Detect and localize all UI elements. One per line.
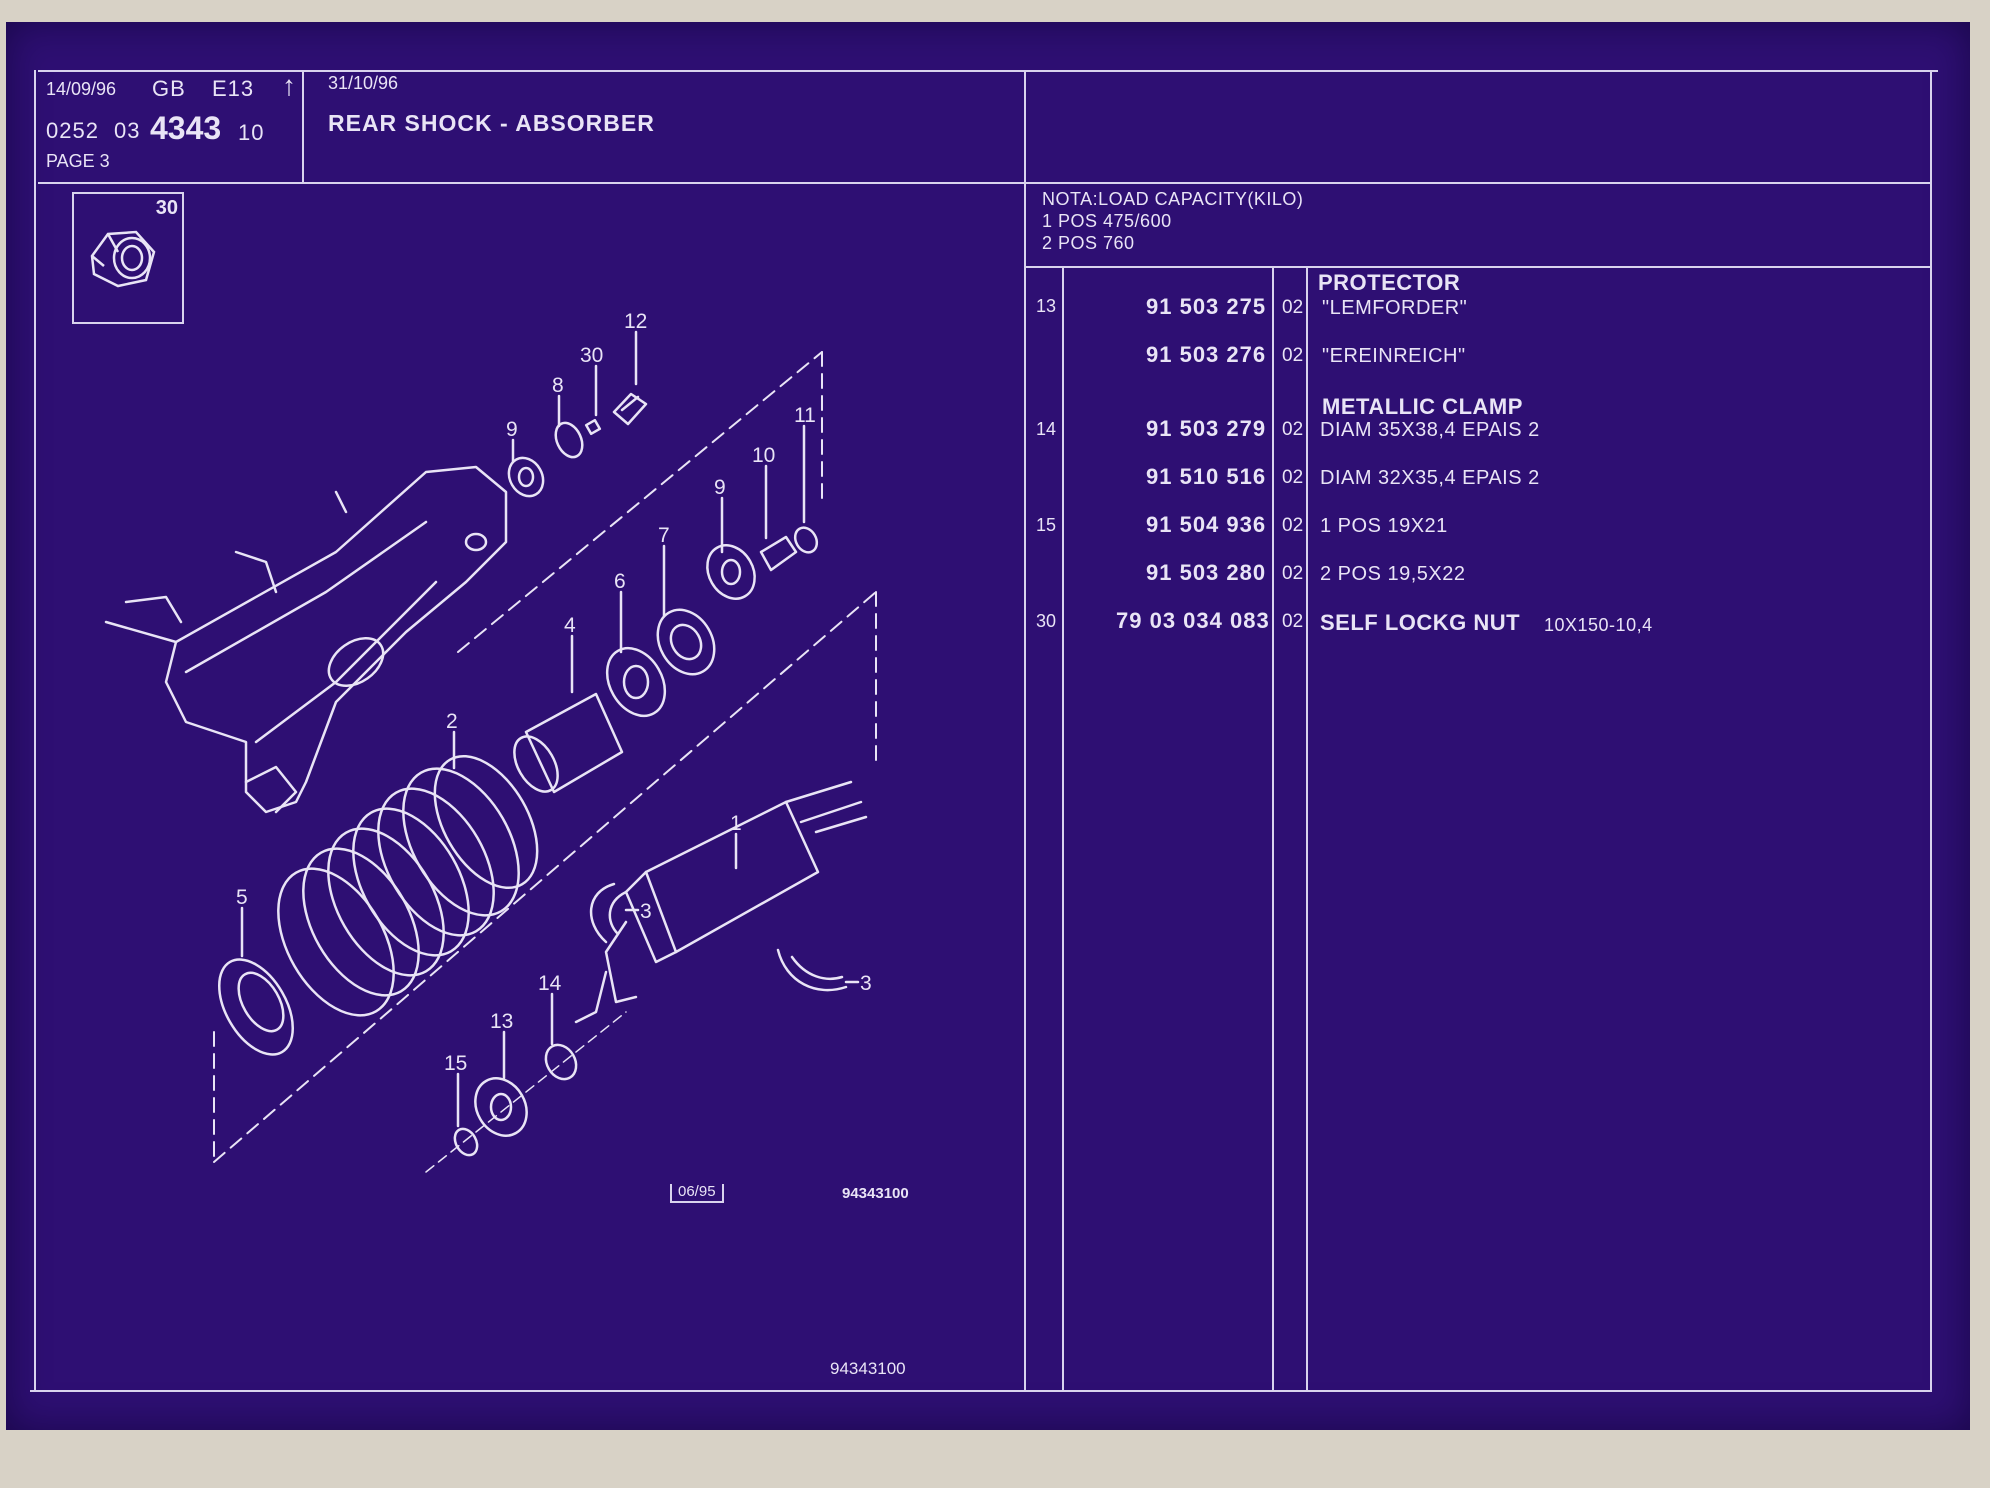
parts-catalogue-sheet: 14/09/96 GB E13 ↑ 0252 03 4343 10 PAGE 3… <box>6 22 1970 1430</box>
pos-column-line <box>1062 268 1064 1390</box>
part-description: "EREINREICH" <box>1322 345 1466 367</box>
page-title: REAR SHOCK - ABSORBER <box>328 110 655 136</box>
part-position: 30 <box>1036 611 1057 631</box>
part-description-bold: SELF LOCKG NUT <box>1320 610 1521 635</box>
callout-label: 5 <box>236 886 248 909</box>
callout-label: 10 <box>752 444 775 467</box>
var-column-line <box>1306 268 1308 1390</box>
part-reference: 79 03 034 083 <box>1116 608 1270 633</box>
callout-label: 4 <box>564 614 576 637</box>
nut-icon <box>90 230 156 288</box>
frame-bottom <box>30 1390 1930 1392</box>
callout-label: 7 <box>658 524 670 547</box>
callout-label: 14 <box>538 972 562 995</box>
callout-label: 2 <box>446 710 458 733</box>
part-reference: 91 504 936 <box>1146 512 1267 537</box>
part-heading: PROTECTOR <box>1318 270 1461 295</box>
ref-column-line <box>1272 268 1274 1390</box>
part-reference: 91 503 279 <box>1146 416 1267 441</box>
note-divider <box>1026 266 1930 268</box>
callout-label: 3 <box>860 972 872 995</box>
header-date-left: 14/09/96 <box>46 79 117 99</box>
header-code-a: 0252 <box>46 118 99 143</box>
callout-label: 3 <box>640 900 652 923</box>
frame-top <box>38 70 1938 72</box>
frame-right <box>1930 70 1932 1392</box>
inset-nut-box: 30 <box>72 192 184 324</box>
part-variant: 02 <box>1282 419 1304 440</box>
callout-label: 9 <box>714 476 726 499</box>
header-date-right: 31/10/96 <box>328 73 399 93</box>
part-variant: 02 <box>1282 467 1304 488</box>
diagram-drawing-number: 94343100 <box>842 1185 909 1202</box>
callout-label: 11 <box>794 404 816 427</box>
part-position: 13 <box>1036 296 1057 316</box>
callout-label: 8 <box>552 374 564 397</box>
note-line-3: 2 POS 760 <box>1042 233 1135 253</box>
part-description: 10X150-10,4 <box>1544 615 1653 635</box>
header-page: PAGE 3 <box>46 151 110 171</box>
column-divider <box>1024 70 1026 1392</box>
part-position: 14 <box>1036 419 1057 439</box>
part-variant: 02 <box>1282 611 1304 632</box>
callout-label: 13 <box>490 1010 513 1033</box>
revision-stamp: 06/95 <box>670 1184 724 1203</box>
exploded-diagram: 12 30 8 9 11 10 9 7 6 4 2 1 5 3 3 14 13 … <box>104 310 877 1173</box>
callout-label: 1 <box>730 812 742 835</box>
part-reference: 91 503 280 <box>1146 560 1267 585</box>
part-variant: 02 <box>1282 515 1304 536</box>
inset-label: 30 <box>155 197 178 219</box>
header-divider <box>38 182 1930 184</box>
part-reference: 91 503 275 <box>1146 294 1267 319</box>
callout-label: 15 <box>444 1052 467 1075</box>
header-code-c: 10 <box>238 120 265 145</box>
header-edition: E13 <box>212 76 255 101</box>
part-reference: 91 510 516 <box>1146 464 1267 489</box>
part-description: DIAM 35X38,4 EPAIS 2 <box>1320 419 1540 441</box>
footer-drawing-number: 94343100 <box>830 1359 906 1378</box>
callout-label: 30 <box>580 344 603 367</box>
note-line-2: 1 POS 475/600 <box>1042 211 1172 231</box>
left-header-divider <box>302 70 304 184</box>
part-variant: 02 <box>1282 345 1304 366</box>
callout-label: 9 <box>506 418 518 441</box>
callout-label: 12 <box>624 310 647 333</box>
part-reference: 91 503 276 <box>1146 342 1267 367</box>
part-variant: 02 <box>1282 563 1304 584</box>
header-group-number: 4343 <box>150 110 222 146</box>
part-variant: 02 <box>1282 297 1304 318</box>
part-heading: METALLIC CLAMP <box>1322 394 1523 419</box>
part-description: DIAM 32X35,4 EPAIS 2 <box>1320 467 1540 489</box>
part-description: 2 POS 19,5X22 <box>1320 563 1466 585</box>
arrow-up-icon: ↑ <box>282 70 297 101</box>
frame-left <box>34 70 36 1392</box>
note-line-1: NOTA:LOAD CAPACITY(KILO) <box>1042 189 1304 209</box>
part-description: "LEMFORDER" <box>1322 297 1468 319</box>
header-language: GB <box>152 76 186 101</box>
callout-label: 6 <box>614 570 626 593</box>
header-code-b: 03 <box>114 118 141 143</box>
part-position: 15 <box>1036 515 1057 535</box>
part-description: 1 POS 19X21 <box>1320 515 1448 537</box>
